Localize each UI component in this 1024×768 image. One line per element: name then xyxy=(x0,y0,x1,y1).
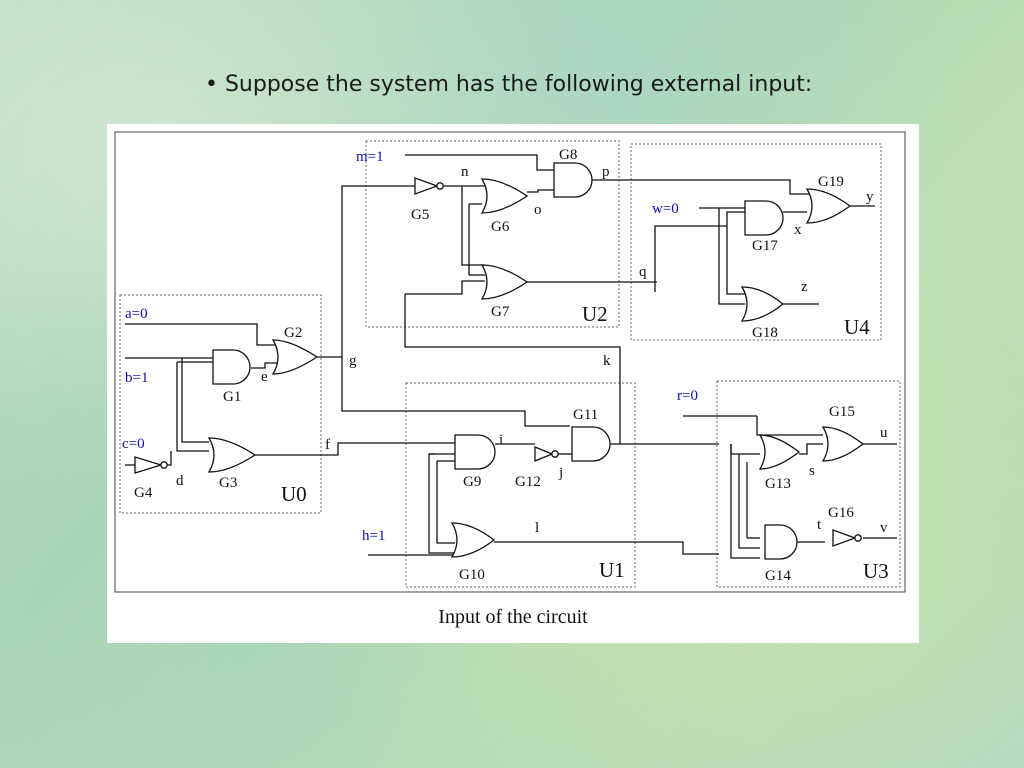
circuit-figure: G1 G2 G3 G4 G5 G6 G7 G8 G9 G10 G11 G12 G… xyxy=(107,124,919,643)
gate-label-g1: G1 xyxy=(223,389,241,405)
gate-label-g8: G8 xyxy=(559,147,577,163)
slide-bullet-title: • Suppose the system has the following e… xyxy=(205,72,813,97)
unit-label-u1: U1 xyxy=(599,558,625,582)
input-label-b: b=1 xyxy=(125,370,148,386)
gate-g13 xyxy=(758,434,801,470)
input-labels: m=1 a=0 b=1 c=0 w=0 r=0 h=1 xyxy=(122,149,698,544)
gate-label-g18: G18 xyxy=(752,325,778,341)
gate-g1 xyxy=(212,349,251,385)
input-label-m: m=1 xyxy=(356,149,384,165)
signal-label-s: s xyxy=(809,463,815,479)
wires xyxy=(125,154,897,559)
gate-g2 xyxy=(271,339,319,375)
gate-g14 xyxy=(764,524,798,560)
gate-g10 xyxy=(450,522,496,558)
unit-label-u0: U0 xyxy=(281,482,307,506)
gate-g18 xyxy=(740,286,785,322)
signal-label-l: l xyxy=(535,520,539,536)
figure-caption: Input of the circuit xyxy=(438,606,588,628)
signal-label-u: u xyxy=(880,425,888,441)
gate-label-g2: G2 xyxy=(284,325,302,341)
signal-label-k: k xyxy=(603,353,611,369)
gates xyxy=(134,162,865,560)
signal-label-f: f xyxy=(325,437,330,453)
gate-g8 xyxy=(553,162,593,198)
signal-label-j: j xyxy=(558,465,563,481)
signal-label-n: n xyxy=(461,164,469,180)
circuit-diagram: G1 G2 G3 G4 G5 G6 G7 G8 G9 G10 G11 G12 G… xyxy=(114,131,906,593)
gate-g11 xyxy=(571,426,611,462)
gate-g19 xyxy=(805,188,852,224)
signal-labels: d e f g i j k l n o p q s t u v x y z xyxy=(176,164,888,536)
input-label-h: h=1 xyxy=(362,528,385,544)
unit-box-u4 xyxy=(630,143,882,341)
gate-label-g7: G7 xyxy=(491,304,510,320)
gate-g7 xyxy=(480,264,529,300)
diagram-frame xyxy=(114,131,906,593)
gate-label-g12: G12 xyxy=(515,474,541,490)
gate-g3 xyxy=(207,437,257,473)
input-label-r: r=0 xyxy=(677,388,698,404)
unit-labels: U0 U1 U2 U3 U4 xyxy=(281,302,889,583)
gate-g5 xyxy=(414,177,439,195)
signal-label-z: z xyxy=(801,279,808,295)
signal-label-p: p xyxy=(602,164,610,180)
gate-labels: G1 G2 G3 G4 G5 G6 G7 G8 G9 G10 G11 G12 G… xyxy=(134,147,855,584)
gate-label-g6: G6 xyxy=(491,219,510,235)
gate-label-g13: G13 xyxy=(765,476,791,492)
signal-label-t: t xyxy=(817,517,822,533)
signal-label-o: o xyxy=(534,202,542,218)
gate-label-g16: G16 xyxy=(828,505,854,521)
signal-label-d: d xyxy=(176,473,184,489)
input-label-a: a=0 xyxy=(125,306,148,322)
gate-label-g3: G3 xyxy=(219,475,237,491)
gate-label-g17: G17 xyxy=(752,238,778,254)
unit-label-u4: U4 xyxy=(844,315,870,339)
signal-label-i: i xyxy=(499,432,503,448)
unit-box-u2 xyxy=(365,140,620,328)
gate-g17 xyxy=(744,200,784,236)
signal-label-e: e xyxy=(261,369,268,385)
gate-g12 xyxy=(534,446,554,462)
unit-box-u1 xyxy=(405,382,636,588)
unit-box-u3 xyxy=(716,380,901,588)
gate-g6 xyxy=(480,178,529,214)
gate-g9 xyxy=(454,434,496,470)
gate-label-g4: G4 xyxy=(134,485,153,501)
unit-label-u2: U2 xyxy=(582,302,608,326)
unit-box-u0 xyxy=(119,294,322,514)
signal-label-g: g xyxy=(349,353,357,369)
gate-label-g15: G15 xyxy=(829,404,855,420)
input-label-c: c=0 xyxy=(122,436,145,452)
signal-label-v: v xyxy=(880,520,888,536)
gate-label-g10: G10 xyxy=(459,567,485,583)
gate-g16 xyxy=(832,529,857,547)
gate-label-g5: G5 xyxy=(411,207,429,223)
gate-g15 xyxy=(821,426,865,462)
signal-label-x: x xyxy=(794,222,802,238)
input-label-w: w=0 xyxy=(652,201,679,217)
gate-g4 xyxy=(134,456,164,474)
unit-label-u3: U3 xyxy=(863,559,889,583)
gate-label-g19: G19 xyxy=(818,174,844,190)
gate-label-g14: G14 xyxy=(765,568,791,584)
signal-label-q: q xyxy=(639,264,647,280)
signal-label-y: y xyxy=(866,189,874,205)
gate-label-g11: G11 xyxy=(573,407,598,423)
gate-label-g9: G9 xyxy=(463,474,481,490)
